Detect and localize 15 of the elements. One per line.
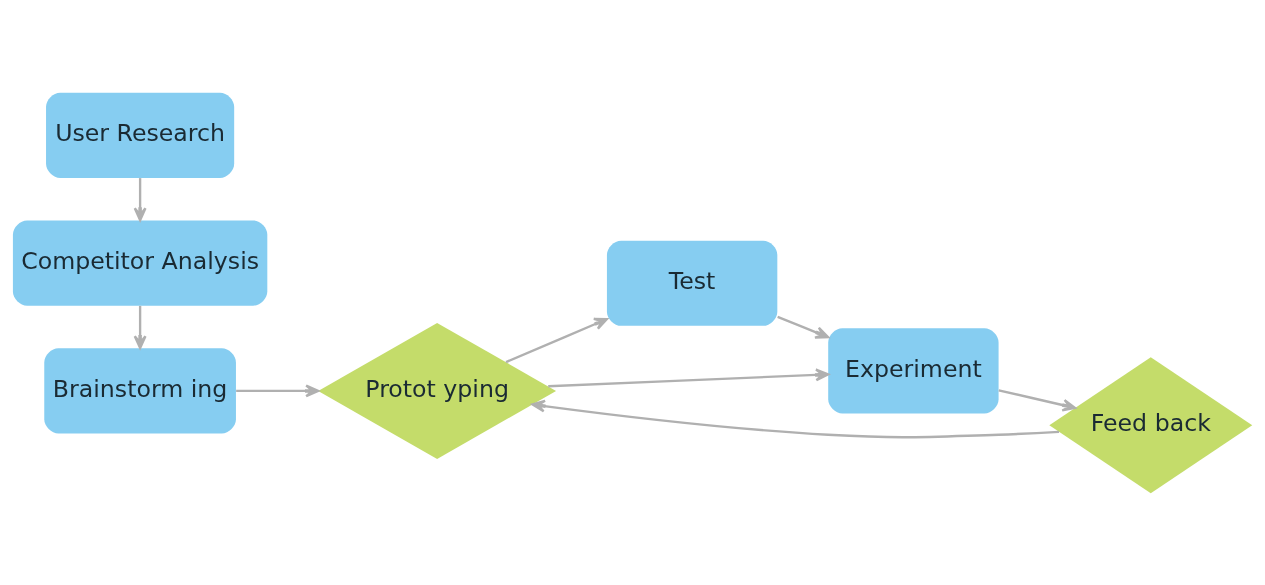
node-diamond: Protot yping <box>318 322 557 459</box>
node-box: User Research <box>46 92 235 178</box>
arrow <box>133 177 147 221</box>
arrow <box>548 367 830 387</box>
arrow <box>777 315 830 339</box>
arrow <box>505 317 608 363</box>
node-box: Experiment <box>828 327 999 413</box>
node-box: Brainstorm ing <box>44 347 236 433</box>
node-box: Competitor Analysis <box>12 220 268 306</box>
arrow <box>133 305 147 349</box>
arrow <box>998 388 1077 412</box>
node-box: Test <box>606 240 778 326</box>
arrow <box>531 399 1060 438</box>
node-diamond: Feed back <box>1049 356 1253 493</box>
arrow <box>236 383 320 397</box>
